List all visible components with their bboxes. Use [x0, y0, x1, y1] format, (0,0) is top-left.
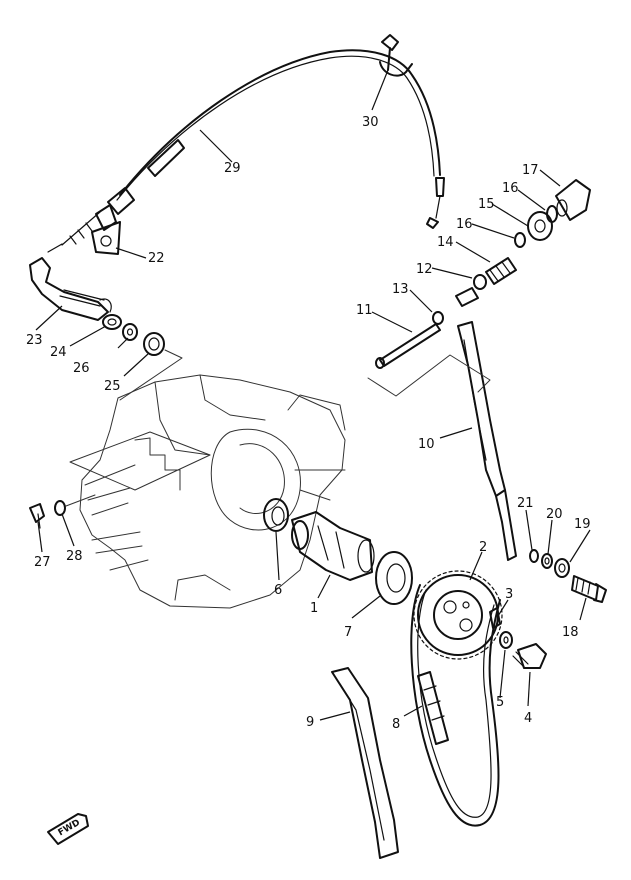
callout-27: 27: [34, 555, 51, 570]
cam-sprocket-2: [413, 570, 503, 660]
o-ring-16a: [514, 232, 526, 248]
callout-18: 18: [562, 625, 579, 640]
callout-9: 9: [306, 715, 314, 730]
nut-15: [527, 211, 553, 241]
shaft-axis-line: [119, 349, 183, 401]
bolt-axis-line: [65, 494, 96, 507]
callout-labels: 1 2 3 4 5 6 7 8 9 10 11 12 13 14 15 16 1…: [26, 115, 591, 732]
decomp-lever-23: [29, 257, 112, 321]
washer-5: [499, 631, 513, 649]
o-ring-21: [529, 549, 539, 563]
callout-19: 19: [574, 517, 591, 532]
cable-bracket-22: [91, 221, 121, 255]
cap-17: [555, 179, 591, 221]
callout-1: 1: [310, 601, 318, 616]
dowel-pin-3: [489, 607, 501, 629]
callout-14: 14: [437, 235, 454, 250]
bolt-18: [571, 575, 607, 603]
nut-13: [432, 311, 444, 325]
callout-4: 4: [524, 711, 532, 726]
spring-24: [102, 314, 122, 330]
callout-16b: 16: [502, 181, 519, 196]
callout-20: 20: [546, 507, 563, 522]
fwd-badge-text: FWD: [57, 818, 82, 838]
callout-26: 26: [73, 361, 90, 376]
o-ring-16b: [546, 205, 558, 223]
bearing-7: [375, 551, 413, 605]
callout-24: 24: [50, 345, 67, 360]
callout-17: 17: [522, 163, 539, 178]
nut-19: [554, 558, 570, 578]
bolt-27: [29, 503, 45, 529]
washer-28: [54, 500, 66, 516]
bearing-6: [263, 498, 289, 532]
fwd-badge: FWD: [47, 813, 89, 845]
camshaft-1: [291, 511, 375, 581]
callout-16a: 16: [456, 217, 473, 232]
callout-15: 15: [478, 197, 495, 212]
oil-seal-25: [143, 332, 165, 356]
cable-holder-30: [379, 34, 413, 77]
tensioner-body-12: [455, 274, 487, 307]
tensioner-rod-11: [375, 323, 441, 369]
callout-29: 29: [224, 161, 241, 176]
cylinder-head-outline: [69, 374, 346, 609]
callout-28: 28: [66, 549, 83, 564]
callout-3: 3: [505, 587, 513, 602]
callout-22: 22: [148, 251, 165, 266]
callout-23: 23: [26, 333, 43, 348]
callout-25: 25: [104, 379, 121, 394]
callout-5: 5: [496, 695, 504, 710]
callout-21: 21: [517, 496, 534, 511]
callout-11: 11: [356, 303, 373, 318]
callout-8: 8: [392, 717, 400, 732]
callout-10: 10: [418, 437, 435, 452]
tensioner-guide-10: [457, 321, 517, 561]
washer-20: [541, 553, 553, 569]
bolt-4: [512, 643, 547, 669]
callout-30: 30: [362, 115, 379, 130]
tensioner-axis-box: [367, 354, 491, 397]
chain-guide-9: [331, 667, 399, 859]
callout-12: 12: [416, 262, 433, 277]
spring-14: [485, 257, 517, 285]
callout-13: 13: [392, 282, 409, 297]
leader-lines: [35, 69, 591, 721]
callout-7: 7: [344, 625, 352, 640]
washer-26: [122, 323, 138, 341]
callout-2: 2: [479, 540, 487, 555]
cable-29: [47, 49, 445, 253]
cam-chain-8: [410, 584, 501, 827]
callout-6: 6: [274, 583, 282, 598]
